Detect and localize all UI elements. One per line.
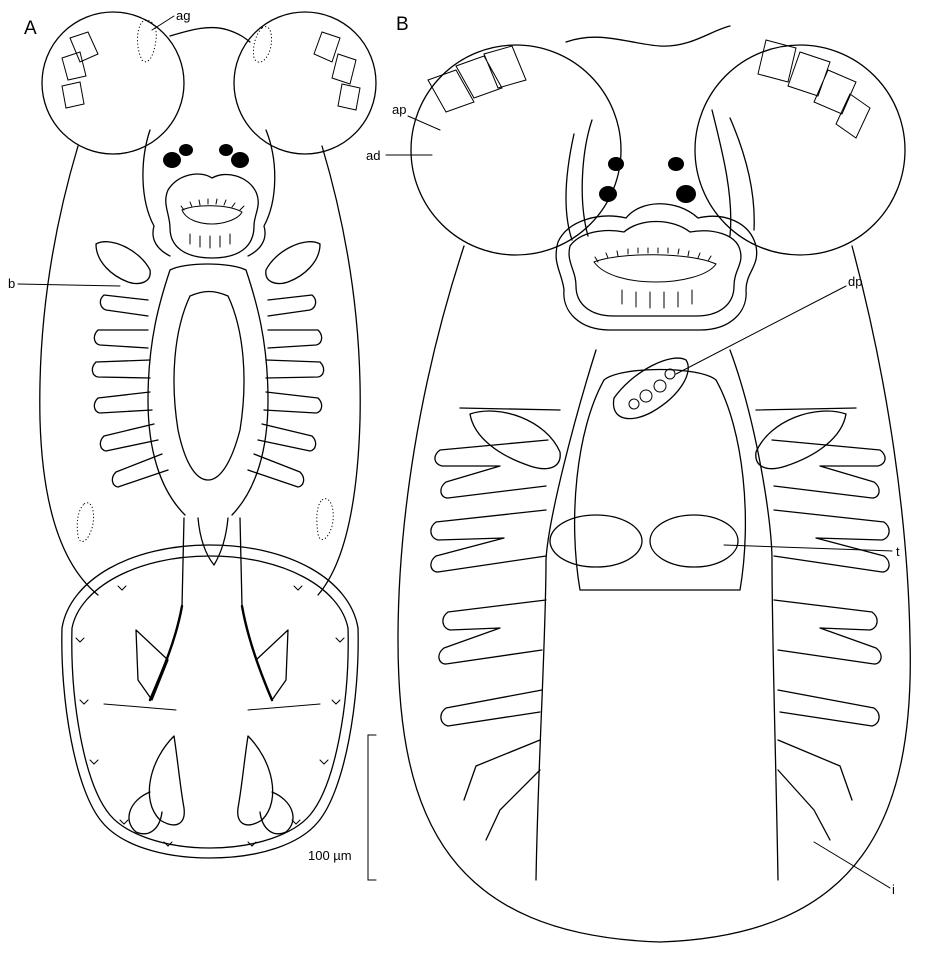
panel-b-anterior-margin [566,26,730,46]
panel-a-ventral-anchor [182,518,242,606]
panel-b-pharynx-inner [569,222,741,317]
panel-a-adhesive-disc-left [42,12,184,154]
panel-b-label-ap: ap [392,102,406,117]
panel-a-posterior-gland-left [77,503,93,542]
panel-b-label-i: i [892,882,895,897]
panel-a-intestine [148,264,268,515]
panel-a-anterior-margin [170,28,250,42]
panel-a-adhesive-pads-right [314,32,360,110]
panel-a-posterior-hooks [149,736,272,825]
panel-a-diverticula-left [92,295,168,487]
panel-a-leader-b [18,284,120,286]
panel-a-label-b: b [8,276,15,291]
panel-b-testis-left [550,515,642,567]
panel-b-dorsal-pore [613,358,688,419]
panel-a-leader-ag [152,16,174,30]
panel-a-mouth [182,206,242,224]
panel-a-eyespots [163,144,249,168]
panel-a-marginal-hooklets [76,586,344,846]
panel-b-anterior-gut-inner [582,110,731,236]
panel-b-mouth [594,255,716,282]
panel-b-intestine [460,350,856,880]
panel-b-testis-right [650,515,738,567]
panel-a-label-ag: ag [176,8,190,23]
panel-a-body-outline [40,146,360,595]
panel-b-diverticula-left [431,440,548,840]
panel-a-posterior-hook-loops [129,792,293,834]
scale-bar-line [368,735,376,880]
panel-b-body-right [756,411,846,469]
scale-bar-label: 100 µm [308,848,352,863]
panel-a-adhesive-gland-left [138,20,157,62]
panel-a-diverticula-right [248,295,324,487]
panel-a-posterior-gland-right [317,499,333,540]
panel-b-adhesive-disc-right [695,45,905,255]
panel-b-pharynx-folds [622,290,692,308]
panel-b-body-outline [398,246,910,942]
panel-b-adhesive-pads-right [758,40,870,138]
panel-a-hamuli-shafts [150,606,272,700]
panel-b-eyespots [599,157,696,203]
panel-b-leader-t [724,545,892,551]
panel-b-label-ad: ad [366,148,380,163]
panel-b-label-dp: dp [848,274,862,289]
panel-a-adhesive-disc-right [234,12,376,154]
panel-a-bars [104,704,320,710]
panel-a-letter: A [24,18,37,39]
panel-b-letter: B [396,14,409,35]
panel-a-anterior-gut [143,130,275,256]
panel-b-adhesive-disc-left [411,45,621,255]
panel-b-adhesive-pads-left [428,46,526,112]
panel-a-body-b-right [266,242,320,284]
panel-a-adhesive-pads-left [62,32,98,108]
panel-a-intestine-lumen [174,292,244,481]
panel-b-specimen: B [366,14,910,942]
panel-b-pharynx [556,204,757,330]
panel-a-opisthaptor-inner [72,556,348,848]
panel-b-diverticula-right [772,440,889,840]
panel-a-pharynx-folds [190,234,230,248]
panel-a-specimen: A [8,8,376,858]
panel-b-label-t: t [896,544,900,559]
panel-a-pharynx [166,174,258,258]
panel-a-anchors [136,630,288,700]
scale-bar: 100 µm [308,735,376,880]
panel-a-body-b-left [96,242,150,284]
panel-b-leader-i [814,842,890,888]
